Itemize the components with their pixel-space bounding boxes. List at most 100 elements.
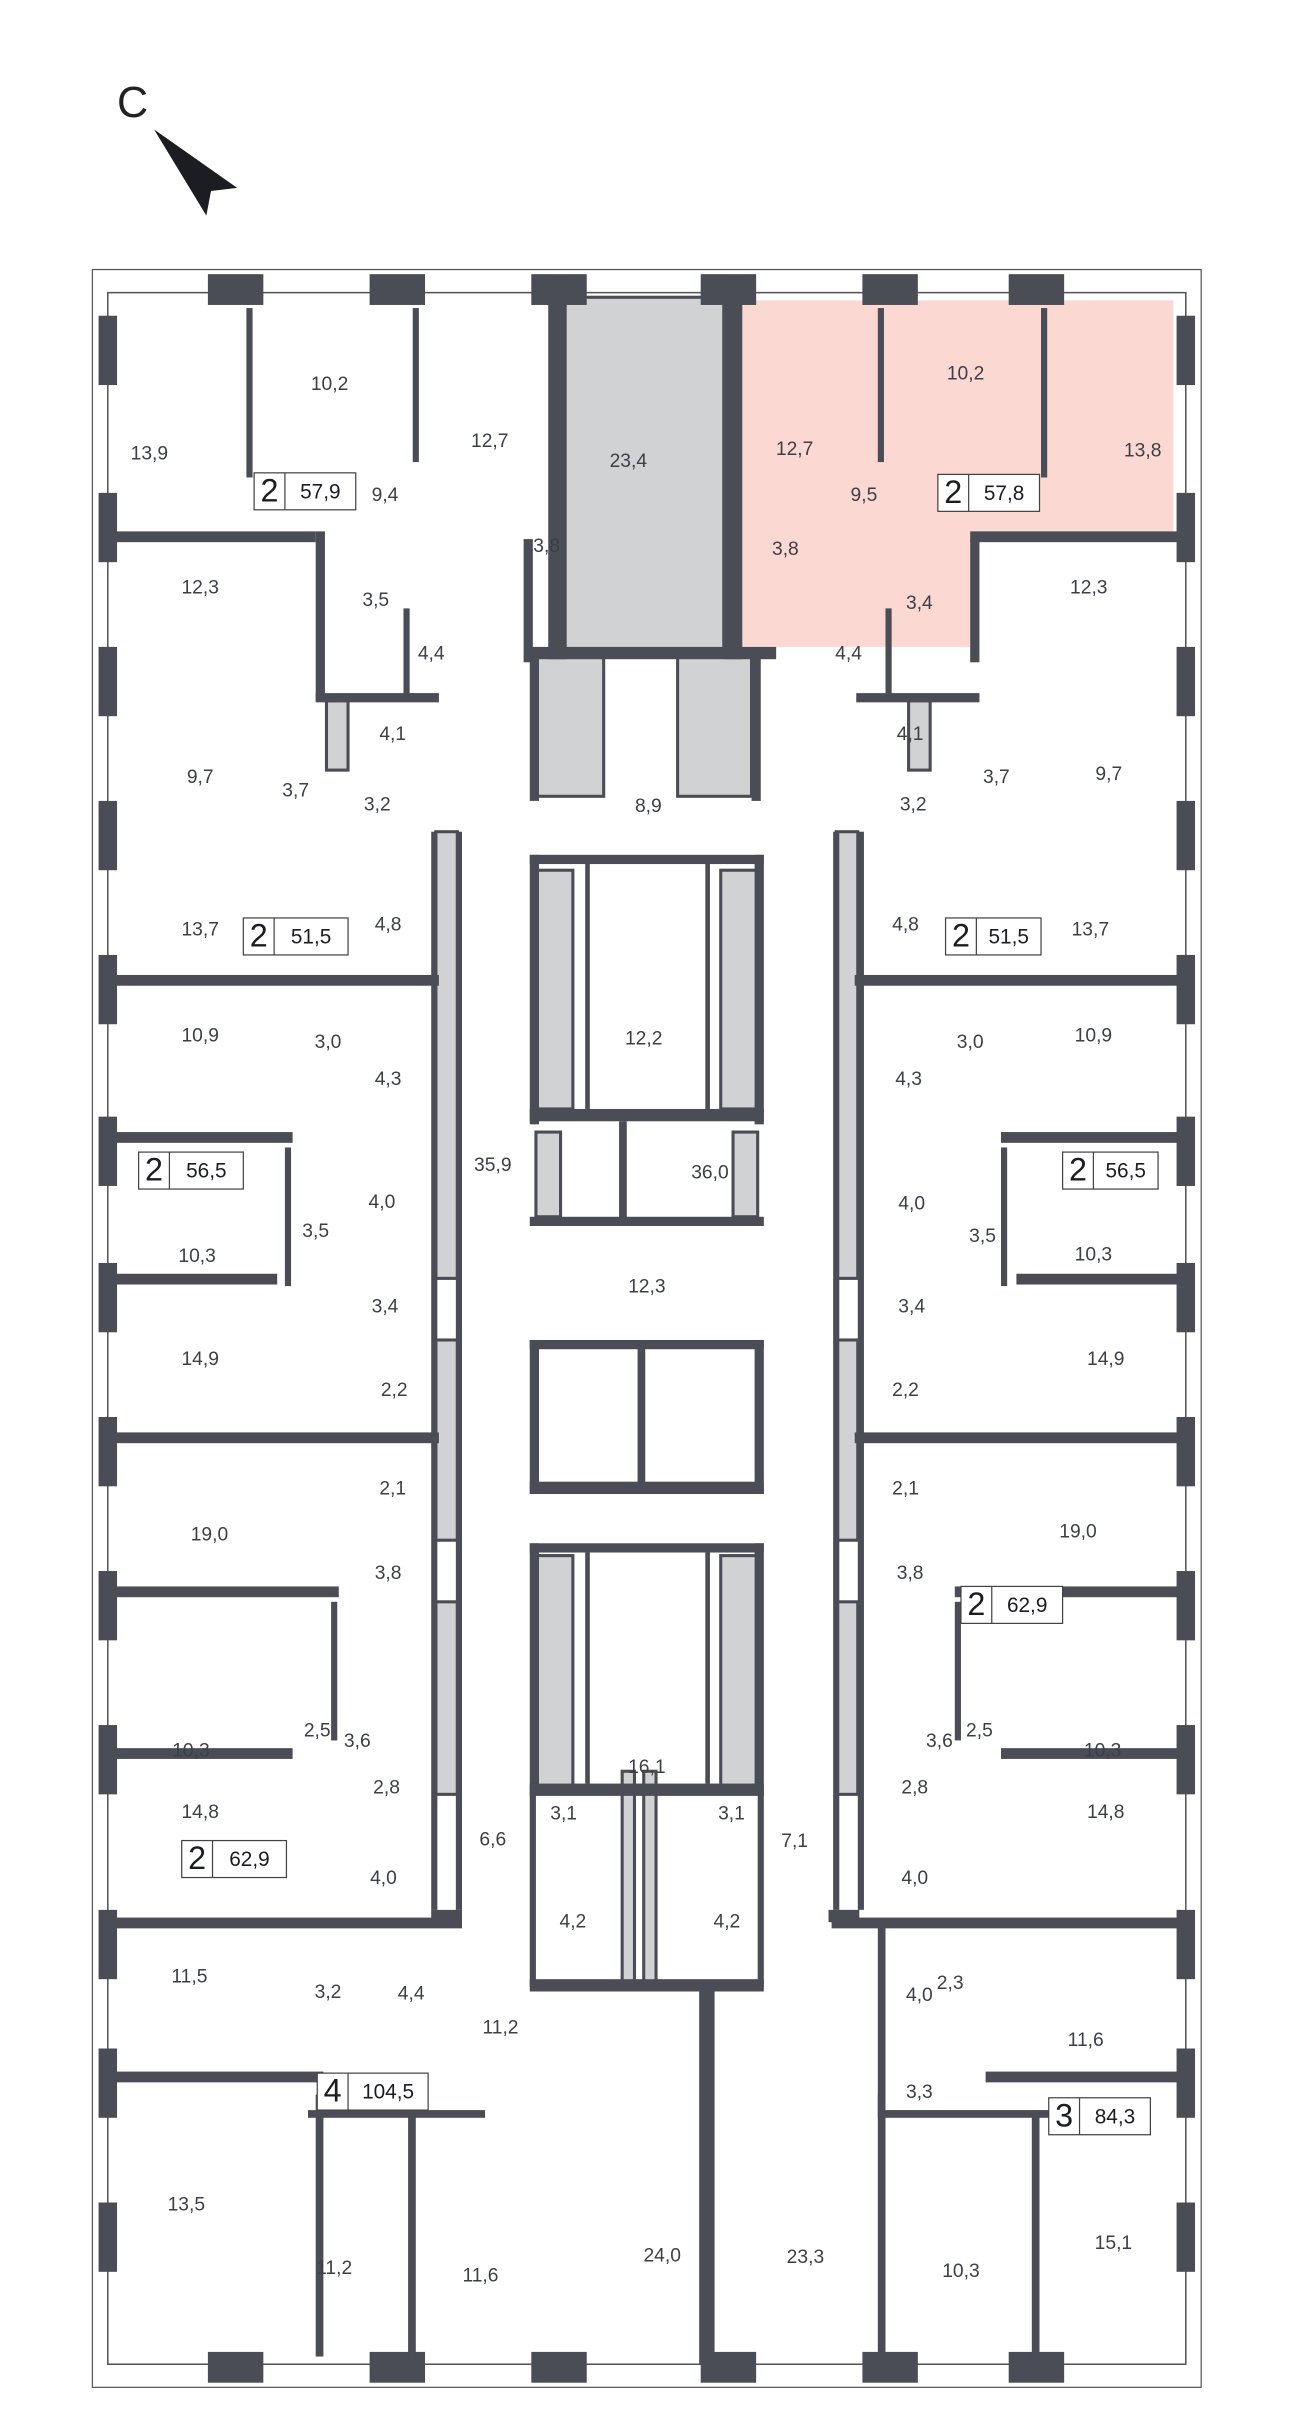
wall [1001,1132,1186,1143]
shaft [834,1600,860,1796]
room-area-label: 12,7 [471,431,508,452]
wall [529,854,539,1125]
shaft [534,868,575,1111]
wall [1176,2202,1196,2272]
wall [529,1216,764,1227]
room-area-label: 7,1 [781,1831,808,1852]
room-area-label: 3,5 [969,1226,996,1247]
room-area-label: 4,8 [892,915,919,936]
wall [369,274,426,305]
wall [529,1339,539,1495]
room-area-label: 9,7 [1095,764,1122,785]
apartment-badge-frame [137,1151,244,1190]
room-area-label: 15,1 [1095,2233,1132,2254]
wall [529,854,764,865]
wall [585,1552,590,1784]
room-area-label: 13,8 [1124,440,1161,461]
room-area-label: 13,7 [181,919,218,940]
wall [877,308,884,463]
room-area-label: 3,2 [315,1982,342,2003]
room-area-label: 8,9 [635,796,662,817]
wall [1001,1147,1008,1287]
room-area-label: 3,5 [362,590,389,611]
room-area-label: 9,4 [372,485,399,506]
room-area-label: 3,8 [772,539,799,560]
room-area-label: 9,5 [851,485,878,506]
wall [754,854,764,1125]
room-area-label: 3,5 [302,1221,329,1242]
wall [455,831,462,1910]
wall [107,974,439,986]
wall [954,1586,1186,1598]
room-area-label: 14,9 [1087,1349,1124,1370]
room-area-label: 2,5 [304,1720,331,1741]
wall [637,1343,646,1485]
apartment-badge-frame [181,1839,288,1879]
room-area-label: 11,2 [482,2018,518,2039]
wall [107,1432,439,1444]
room-area-label: 19,0 [191,1525,228,1546]
wall [98,800,118,871]
room-area-label: 12,2 [625,1029,662,1050]
apartment-rooms: 3 [1055,2097,1073,2133]
shaft [434,1600,459,1796]
room-area-label: 4,0 [370,1868,397,1889]
room-area-label: 14,8 [181,1802,218,1823]
wall [751,654,761,801]
wall [107,2071,324,2083]
north-arrow-icon [154,129,238,216]
wall [877,2110,1055,2118]
apartment-area: 104,5 [362,2081,414,2104]
wall [98,1262,118,1333]
room-area-label: 3,0 [957,1032,984,1053]
wall [885,608,892,701]
room-area-label: 10,3 [178,1246,215,1267]
room-area-label: 2,5 [966,1720,993,1741]
wall [529,1543,764,1553]
wall [284,1147,292,1287]
wall [877,1925,886,2111]
wall [98,1116,118,1186]
wall [1176,492,1196,563]
wall [529,1786,536,1987]
wall [548,277,567,660]
room-area-label: 11,5 [171,1967,207,1988]
wall [98,646,118,717]
room-area-label: 10,2 [947,363,984,384]
room-area-label: 3,7 [282,781,309,802]
room-area-label: 23,4 [610,451,648,472]
room-area-label: 3,6 [926,1731,953,1752]
wall [877,2094,886,2357]
highlighted-apartment[interactable] [739,300,1174,647]
wall [856,693,980,703]
wall [98,492,118,563]
wall [98,2202,118,2272]
wall [854,1432,1186,1444]
shaft [731,1130,760,1219]
apartment-area: 56,5 [1106,1160,1146,1183]
shaft [534,1130,563,1219]
room-area-label: 10,2 [311,374,348,395]
wall [970,531,1186,543]
wall [408,2110,416,2365]
room-area-label: 2,8 [373,1777,400,1798]
room-area-label: 3,1 [550,1803,577,1824]
wall [1176,1116,1196,1186]
apartment-area: 62,9 [229,1848,269,1871]
wall [315,693,439,703]
wall [619,1121,627,1222]
room-area-label: 3,2 [364,795,391,816]
wall [531,2351,587,2383]
apartment-area: 62,9 [1007,1594,1047,1617]
